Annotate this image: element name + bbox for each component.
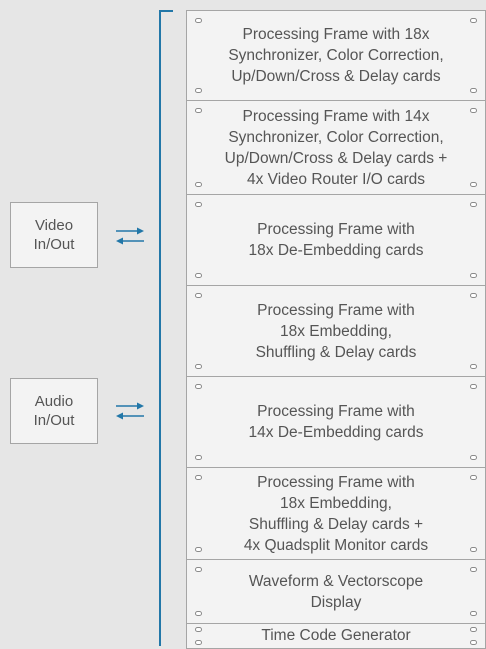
screw-icon bbox=[470, 627, 477, 632]
screw-icon bbox=[195, 182, 202, 187]
rack-unit-waveform-vectorscope: Waveform & Vectorscope Display bbox=[186, 559, 486, 624]
screw-icon bbox=[195, 88, 202, 93]
screw-icon bbox=[195, 611, 202, 616]
screw-icon bbox=[470, 88, 477, 93]
screw-icon bbox=[195, 384, 202, 389]
video-bidirectional-arrows bbox=[114, 224, 146, 248]
rack-unit-label: Processing Frame with 18x Embedding, Shu… bbox=[255, 301, 417, 361]
screw-icon bbox=[470, 182, 477, 187]
rack-unit-processing-frame-1: Processing Frame with 18x Synchronizer, … bbox=[186, 10, 486, 101]
screw-icon bbox=[195, 475, 202, 480]
rack-unit-processing-frame-5: Processing Frame with 14x De-Embedding c… bbox=[186, 376, 486, 468]
screw-icon bbox=[470, 547, 477, 552]
screw-icon bbox=[195, 567, 202, 572]
screw-icon bbox=[195, 293, 202, 298]
rack-unit-processing-frame-4: Processing Frame with 18x Embedding, Shu… bbox=[186, 285, 486, 377]
rack-unit-label: Processing Frame with 18x Synchronizer, … bbox=[228, 26, 444, 85]
rack-unit-label: Waveform & Vectorscope Display bbox=[248, 572, 424, 611]
screw-icon bbox=[195, 455, 202, 460]
video-in-out-box: Video In/Out bbox=[10, 202, 98, 268]
rack-unit-label: Time Code Generator bbox=[261, 627, 411, 644]
rack-unit-label: Processing Frame with 14x Synchronizer, … bbox=[224, 107, 448, 188]
screw-icon bbox=[195, 547, 202, 552]
screw-icon bbox=[470, 364, 477, 369]
audio-in-out-label: Audio In/Out bbox=[33, 393, 75, 429]
screw-icon bbox=[470, 108, 477, 113]
rack-unit-label: Processing Frame with 18x Embedding, Shu… bbox=[243, 473, 429, 554]
rack-unit-processing-frame-3: Processing Frame with 18x De-Embedding c… bbox=[186, 194, 486, 286]
audio-in-out-box: Audio In/Out bbox=[10, 378, 98, 444]
video-in-out-label: Video In/Out bbox=[33, 217, 75, 253]
screw-icon bbox=[195, 18, 202, 23]
screw-icon bbox=[195, 273, 202, 278]
rack-unit-label: Processing Frame with 18x De-Embedding c… bbox=[248, 221, 424, 259]
screw-icon bbox=[195, 627, 202, 632]
screw-icon bbox=[470, 567, 477, 572]
screw-icon bbox=[470, 293, 477, 298]
rack-unit-label: Processing Frame with 14x De-Embedding c… bbox=[248, 403, 424, 441]
screw-icon bbox=[470, 202, 477, 207]
screw-icon bbox=[195, 108, 202, 113]
bracket-top-tick bbox=[159, 10, 173, 12]
rack-unit-processing-frame-6: Processing Frame with 18x Embedding, Shu… bbox=[186, 467, 486, 560]
screw-icon bbox=[470, 475, 477, 480]
rack-unit-time-code-generator: Time Code Generator bbox=[186, 623, 486, 649]
screw-icon bbox=[470, 640, 477, 645]
rack-unit-processing-frame-2: Processing Frame with 14x Synchronizer, … bbox=[186, 100, 486, 195]
screw-icon bbox=[470, 273, 477, 278]
screw-icon bbox=[470, 455, 477, 460]
screw-icon bbox=[195, 364, 202, 369]
screw-icon bbox=[470, 18, 477, 23]
screw-icon bbox=[195, 640, 202, 645]
screw-icon bbox=[470, 611, 477, 616]
bracket-vertical-line bbox=[159, 10, 161, 646]
screw-icon bbox=[195, 202, 202, 207]
audio-bidirectional-arrows bbox=[114, 399, 146, 423]
screw-icon bbox=[470, 384, 477, 389]
